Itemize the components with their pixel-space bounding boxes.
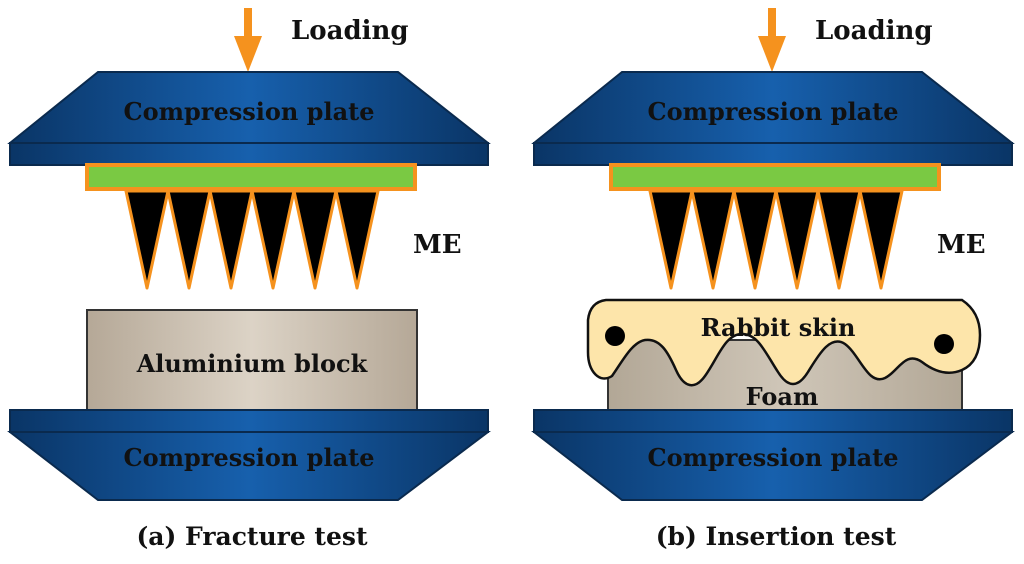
- bottom-compression-plate: [531, 409, 1015, 501]
- top-plate-label: Compression plate: [648, 97, 899, 126]
- pin-left-icon: [605, 326, 625, 346]
- panel-insertion-test: Loading Compression plate ME Rabbit skin…: [531, 8, 1015, 551]
- top-plate-label: Compression plate: [124, 97, 375, 126]
- bottom-compression-plate: [7, 409, 491, 501]
- me-label: ME: [413, 230, 462, 260]
- top-compression-plate: [531, 71, 1015, 166]
- aluminium-block-label: Aluminium block: [136, 349, 369, 378]
- loading-label: Loading: [291, 16, 409, 46]
- caption-fracture-test: (a) Fracture test: [136, 522, 367, 551]
- microneedle-substrate: [85, 163, 417, 191]
- microneedle-array-icon: [648, 189, 904, 290]
- loading-label: Loading: [815, 16, 933, 46]
- pin-right-icon: [934, 334, 954, 354]
- rabbit-skin-label: Rabbit skin: [701, 313, 856, 342]
- microneedle-array-icon: [124, 189, 380, 290]
- aluminium-block: [86, 309, 418, 411]
- foam-label: Foam: [746, 382, 819, 411]
- rabbit-skin: [586, 298, 982, 387]
- me-label: ME: [937, 230, 986, 260]
- bottom-plate-label: Compression plate: [648, 443, 899, 472]
- panel-fracture-test: Loading Compression plate ME Aluminium b…: [7, 8, 491, 551]
- loading-arrow-icon: [234, 8, 262, 72]
- top-compression-plate: [7, 71, 491, 166]
- microneedle-substrate: [609, 163, 941, 191]
- caption-insertion-test: (b) Insertion test: [656, 522, 897, 551]
- loading-arrow-icon: [758, 8, 786, 72]
- bottom-plate-label: Compression plate: [124, 443, 375, 472]
